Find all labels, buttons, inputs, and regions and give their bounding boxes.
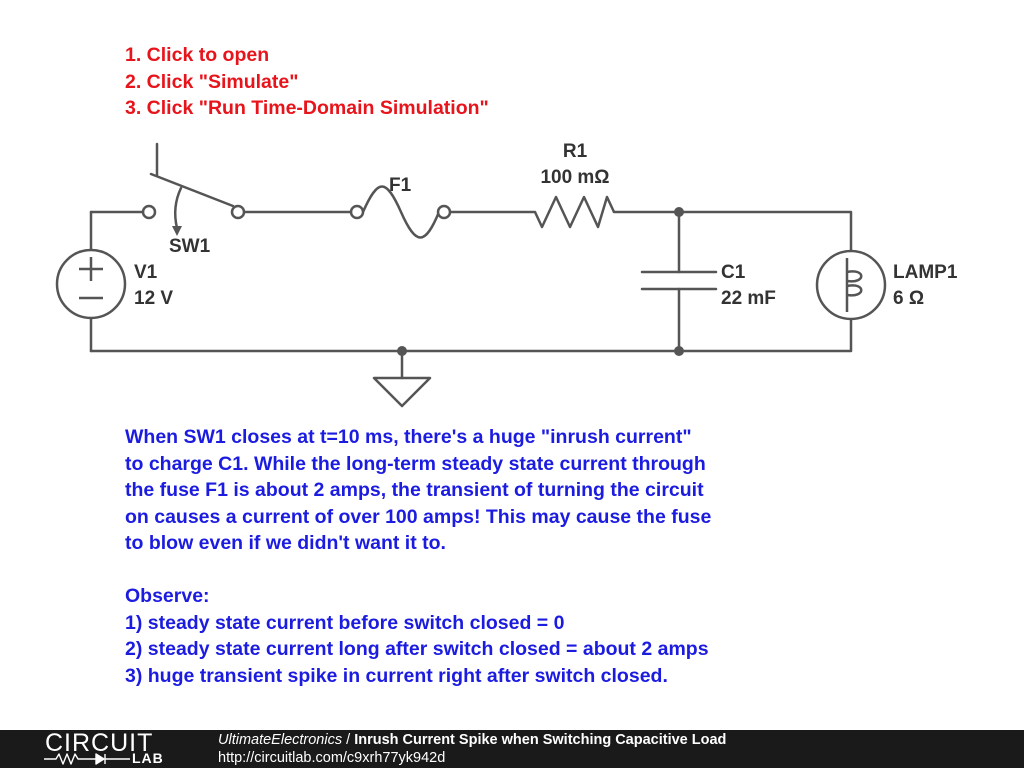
ground-symbol (372, 376, 432, 408)
instructions: 1. Click to open 2. Click "Simulate" 3. … (125, 42, 489, 122)
description-line: When SW1 closes at t=10 ms, there's a hu… (125, 426, 692, 448)
wire-bottom (89, 316, 853, 353)
instruction-step-2: 2. Click "Simulate" (125, 70, 299, 93)
v1-label: V1 (134, 262, 158, 283)
title-separator: / (342, 732, 355, 748)
observe-heading: Observe: (125, 585, 210, 607)
footer-title: UltimateElectronics / Inrush Current Spi… (218, 731, 726, 749)
voltage-source-v1[interactable] (55, 248, 127, 320)
circuit-title[interactable]: Inrush Current Spike when Switching Capa… (354, 732, 727, 748)
r1-value: 100 mΩ (540, 167, 609, 188)
footer-bar: CIRCUIT LAB UltimateElectronics / Inrush… (0, 729, 1024, 768)
switch-sw1[interactable] (141, 142, 246, 236)
circuitlab-logo[interactable]: CIRCUIT LAB (40, 729, 180, 768)
lamp-lamp1[interactable] (815, 249, 887, 321)
logo-resistor-diode-icon (44, 753, 130, 765)
resistor-r1[interactable] (533, 195, 616, 229)
c1-value: 22 mF (721, 288, 776, 309)
f1-label: F1 (389, 175, 412, 196)
capacitor-c1[interactable] (640, 270, 718, 291)
description-line: to charge C1. While the long-term steady… (125, 452, 706, 475)
description: When SW1 closes at t=10 ms, there's a hu… (125, 424, 711, 689)
observe-item-3: 3) huge transient spike in current right… (125, 664, 668, 687)
lamp1-label: LAMP1 (893, 262, 958, 283)
wire-r1-to-right (612, 210, 853, 254)
logo-text-circuit: CIRCUIT (45, 729, 154, 757)
description-line: on causes a current of over 100 amps! Th… (125, 505, 712, 528)
author-link[interactable]: UltimateElectronics (218, 732, 343, 748)
observe-item-2: 2) steady state current long after switc… (125, 638, 709, 660)
logo-text-lab: LAB (132, 750, 164, 766)
instruction-step-3: 3. Click "Run Time-Domain Simulation" (125, 97, 489, 119)
junction-ground (397, 346, 407, 356)
circuit-url-link[interactable]: http://circuitlab.com/c9xrh77yk942d (218, 750, 446, 766)
description-line: to blow even if we didn't want it to. (125, 532, 446, 554)
v1-value: 12 V (134, 288, 173, 309)
junction-top-right (674, 207, 684, 217)
description-spacer (125, 557, 711, 584)
junction-bottom-right (674, 346, 684, 356)
instruction-step-1: 1. Click to open (125, 44, 270, 66)
observe-item-1: 1) steady state current before switch cl… (125, 611, 565, 634)
c1-label: C1 (721, 262, 746, 283)
description-line: the fuse F1 is about 2 amps, the transie… (125, 479, 704, 501)
sw1-label: SW1 (169, 236, 211, 257)
fuse-f1[interactable] (349, 185, 452, 239)
lamp1-value: 6 Ω (893, 288, 924, 309)
r1-label: R1 (563, 141, 588, 162)
circuit-schematic[interactable]: SW1 F1 R1 100 mΩ V1 12 V C1 22 mF LAMP1 … (0, 0, 1024, 730)
